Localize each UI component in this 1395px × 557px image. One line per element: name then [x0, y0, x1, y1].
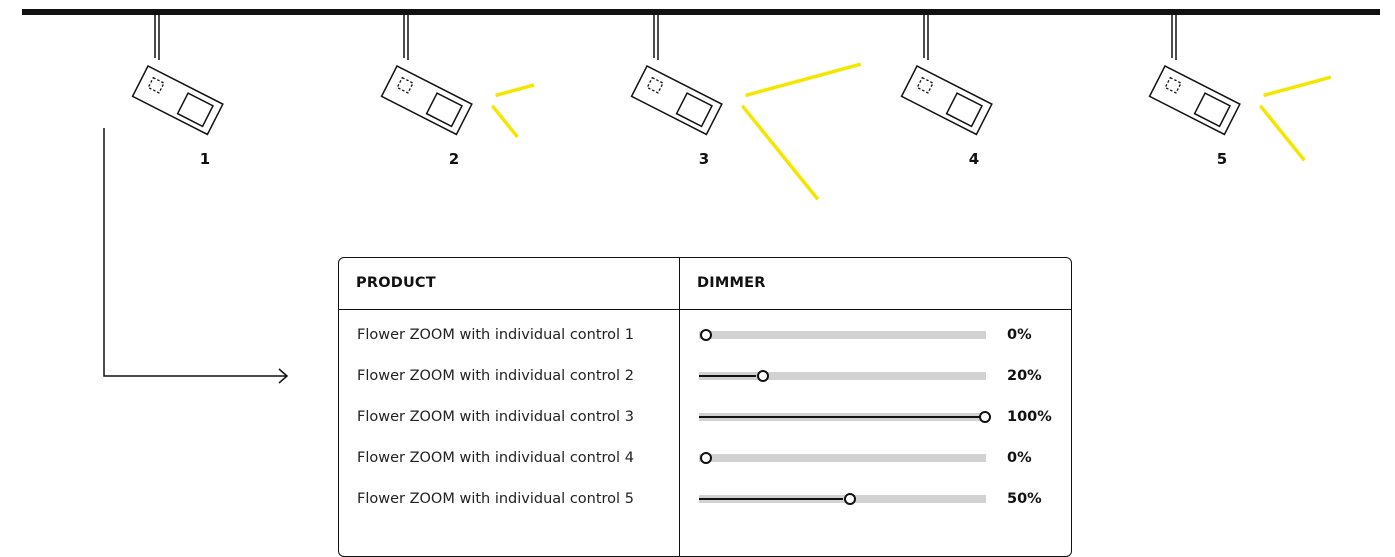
dimmer-slider[interactable]	[699, 329, 986, 341]
dimmer-value: 100%	[1007, 409, 1052, 425]
dimmer-value: 0%	[1007, 450, 1032, 466]
dimmer-value: 50%	[1007, 491, 1042, 507]
slider-fill	[699, 375, 756, 377]
dimmer-slider[interactable]	[699, 370, 986, 382]
slider-fill	[699, 498, 843, 500]
product-name: Flower ZOOM with individual control 1	[357, 327, 634, 343]
luminaire-body	[131, 64, 224, 136]
table-row: Flower ZOOM with individual control 5 50%	[339, 489, 1069, 509]
light-beam	[490, 104, 519, 139]
dimmer-control-table: PRODUCT DIMMER Flower ZOOM with individu…	[338, 257, 1072, 557]
slider-track	[699, 331, 986, 339]
product-name: Flower ZOOM with individual control 5	[357, 491, 634, 507]
spotlight-2	[380, 15, 535, 139]
column-divider	[679, 258, 680, 556]
spotlight-4	[900, 15, 993, 136]
lamp-number-2: 2	[448, 150, 460, 168]
light-beam	[1263, 75, 1332, 98]
product-name: Flower ZOOM with individual control 3	[357, 409, 634, 425]
column-header-product: PRODUCT	[356, 275, 436, 291]
slider-handle[interactable]	[844, 493, 856, 505]
spotlight-1	[131, 15, 224, 136]
dimmer-slider[interactable]	[699, 493, 986, 505]
slider-handle[interactable]	[700, 452, 712, 464]
dimmer-slider[interactable]	[699, 452, 986, 464]
slider-handle[interactable]	[979, 411, 991, 423]
light-beam	[745, 62, 862, 98]
luminaire-body	[380, 64, 473, 136]
product-name: Flower ZOOM with individual control 2	[357, 368, 634, 384]
spotlight-5	[1148, 15, 1332, 162]
connector-arrowhead	[278, 368, 289, 384]
luminaire-body	[900, 64, 993, 136]
product-name: Flower ZOOM with individual control 4	[357, 450, 634, 466]
dimmer-value: 20%	[1007, 368, 1042, 384]
connector-arrow-line	[103, 128, 286, 377]
slider-handle[interactable]	[757, 370, 769, 382]
spotlights	[131, 15, 1332, 201]
lighting-scene	[22, 9, 1380, 384]
column-header-dimmer: DIMMER	[697, 275, 766, 291]
light-beam	[1258, 104, 1306, 162]
spotlight-3	[630, 15, 862, 201]
light-beam	[495, 83, 535, 98]
lamp-number-4: 4	[968, 150, 980, 168]
light-beam	[740, 104, 820, 201]
table-row: Flower ZOOM with individual control 1 0%	[339, 325, 1069, 345]
lamp-number-1: 1	[199, 150, 211, 168]
slider-handle[interactable]	[700, 329, 712, 341]
header-divider	[339, 309, 1071, 310]
lamp-number-3: 3	[698, 150, 710, 168]
dimmer-value: 0%	[1007, 327, 1032, 343]
slider-track	[699, 372, 986, 380]
luminaire-body	[630, 64, 723, 136]
luminaire-body	[1148, 64, 1241, 136]
slider-fill	[699, 416, 986, 418]
table-row: Flower ZOOM with individual control 2 20%	[339, 366, 1069, 386]
slider-track	[699, 454, 986, 462]
table-row: Flower ZOOM with individual control 3 100…	[339, 407, 1069, 427]
table-row: Flower ZOOM with individual control 4 0%	[339, 448, 1069, 468]
dimmer-slider[interactable]	[699, 411, 991, 423]
lamp-number-5: 5	[1216, 150, 1228, 168]
